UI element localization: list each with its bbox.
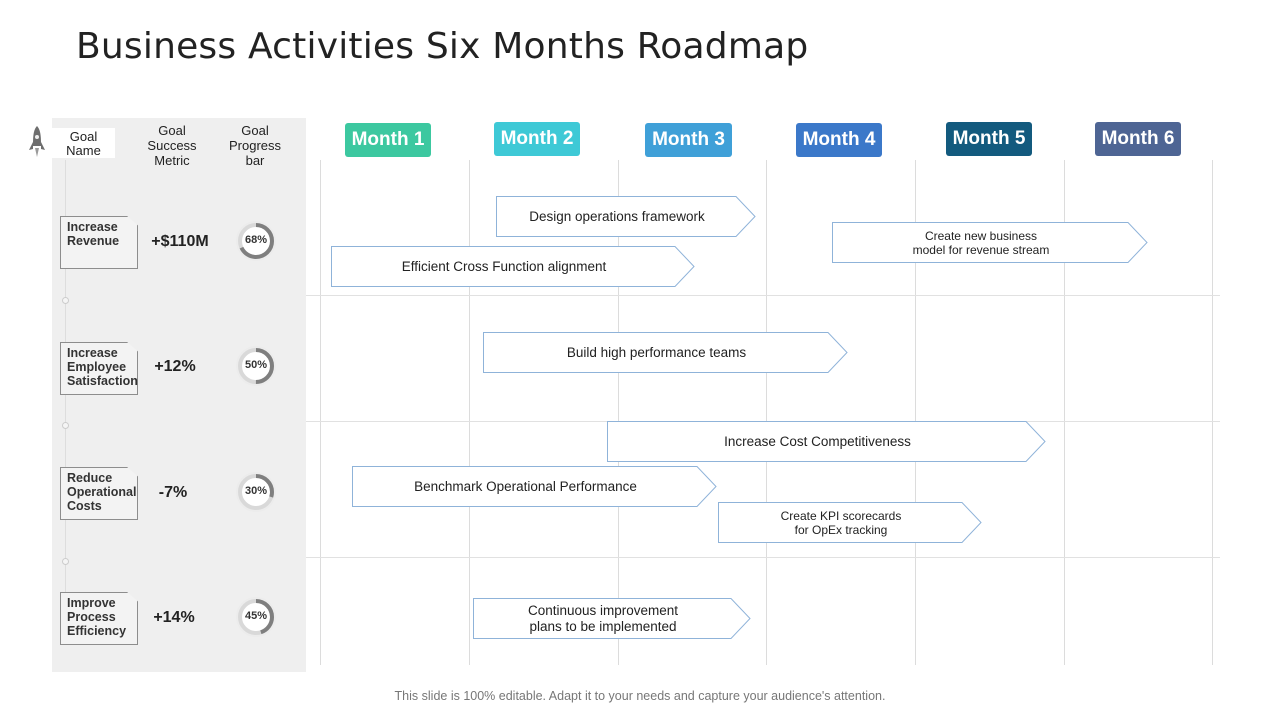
task-arrow-design-operations: Design operations framework [496, 196, 756, 237]
task-arrow-benchmark: Benchmark Operational Performance [352, 466, 717, 507]
grid-line [766, 160, 767, 665]
timeline-connector [65, 160, 66, 645]
goal-name-box: Reduce Operational Costs [60, 467, 138, 520]
task-arrow-continuous-improvement: Continuous improvement plans to be imple… [473, 598, 751, 639]
row-divider [306, 557, 1220, 558]
month-3-header: Month 3 [645, 123, 732, 157]
grid-line [1212, 160, 1213, 665]
progress-label: 50% [244, 359, 268, 371]
timeline-dot [62, 558, 69, 565]
goal-name-header: Goal Name [52, 128, 115, 158]
task-arrow-new-business-model: Create new business model for revenue st… [832, 222, 1148, 263]
task-label: Build high performance teams [566, 344, 747, 360]
progress-label: 45% [244, 610, 268, 622]
progress-ring [236, 597, 276, 637]
timeline-dot [62, 422, 69, 429]
progress-ring [236, 346, 276, 386]
task-arrow-cross-function: Efficient Cross Function alignment [331, 246, 695, 287]
month-6-header: Month 6 [1095, 122, 1181, 156]
goal-metric: +$110M [151, 233, 209, 250]
goal-metric: -7% [158, 484, 188, 501]
task-label: Create new business model for revenue st… [912, 228, 1050, 257]
month-1-header: Month 1 [345, 123, 431, 157]
goal-progress-bar-header: Goal Progress bar [228, 123, 282, 168]
task-label: Efficient Cross Function alignment [401, 258, 607, 274]
goal-metric: +14% [153, 609, 195, 626]
task-label: Design operations framework [529, 208, 705, 224]
goal-name-box: Increase Employee Satisfaction [60, 342, 138, 395]
timeline-dot [62, 297, 69, 304]
task-arrow-high-performance-teams: Build high performance teams [483, 332, 848, 373]
task-label: Create KPI scorecards for OpEx tracking [780, 508, 902, 537]
rocket-icon [29, 126, 45, 157]
goal-name-box: Improve Process Efficiency [60, 592, 138, 645]
progress-label: 68% [244, 234, 268, 246]
grid-line [469, 160, 470, 665]
goal-success-metric-header: Goal Success Metric [147, 123, 197, 168]
goal-name-box: Increase Revenue [60, 216, 138, 269]
progress-ring [236, 472, 276, 512]
goal-metric: +12% [154, 358, 196, 375]
month-2-header: Month 2 [494, 122, 580, 156]
task-label: Continuous improvement plans to be imple… [527, 602, 679, 634]
month-5-header: Month 5 [946, 122, 1032, 156]
goals-panel [52, 118, 306, 672]
grid-line [1064, 160, 1065, 665]
grid-line [915, 160, 916, 665]
page-title: Business Activities Six Months Roadmap [76, 26, 809, 67]
month-4-header: Month 4 [796, 123, 882, 157]
grid-line [618, 160, 619, 665]
progress-ring [236, 221, 276, 261]
footer-note: This slide is 100% editable. Adapt it to… [394, 689, 886, 703]
task-arrow-cost-competitiveness: Increase Cost Competitiveness [607, 421, 1046, 462]
task-label: Benchmark Operational Performance [414, 478, 637, 494]
row-divider [306, 295, 1220, 296]
progress-label: 30% [244, 485, 268, 497]
task-label: Increase Cost Competitiveness [724, 433, 911, 449]
grid-line [320, 160, 321, 665]
task-arrow-kpi-scorecards: Create KPI scorecards for OpEx tracking [718, 502, 982, 543]
